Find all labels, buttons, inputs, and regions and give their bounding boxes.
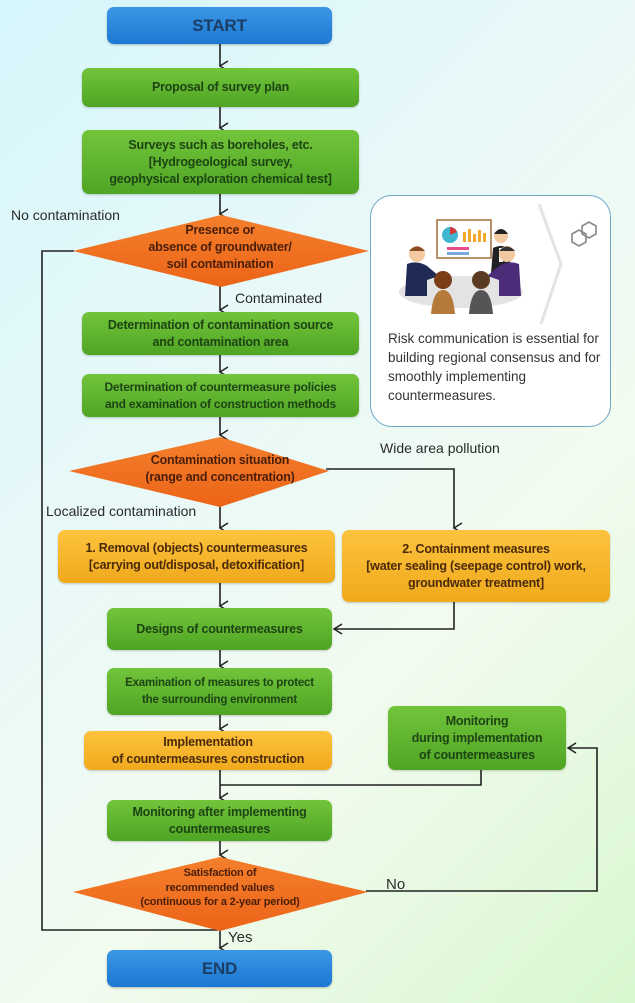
step-surveys-line1: Surveys such as boreholes, etc. [128, 137, 313, 152]
edge-label-wide-area: Wide area pollution [380, 440, 500, 456]
step-containment-line2: [water sealing (seepage control) work, [366, 558, 586, 573]
step-determination-policy-line2: and examination of construction methods [105, 396, 336, 411]
start-label: START [192, 16, 247, 35]
step-determination-policy-line1: Determination of countermeasure policies [104, 379, 337, 394]
decision-satisfaction-line1: Satisfaction of [183, 867, 257, 879]
step-containment-line1: 2. Containment measures [402, 541, 550, 556]
decision-satisfaction-shape [73, 857, 368, 931]
decision-satisfaction-line2: recommended values [165, 881, 275, 894]
decision-situation-shape [69, 437, 329, 507]
arrow-containment-designs [332, 602, 455, 635]
step-determination-source: Determination of contamination source an… [82, 312, 359, 355]
end-terminal: END [107, 950, 332, 987]
decision-presence-line1: Presence or [185, 223, 255, 237]
step-determination-source-line1: Determination of contamination source [107, 317, 334, 332]
step-monitoring-after-line1: Monitoring after implementing [132, 804, 307, 819]
step-monitoring-after-line2: countermeasures [168, 821, 271, 836]
meeting-illustration-icon [399, 204, 597, 325]
step-determination-policy: Determination of countermeasure policies… [82, 374, 359, 417]
step-proposal: Proposal of survey plan [82, 68, 359, 107]
arrow-satisfaction-no-loop [366, 742, 598, 892]
step-containment-line3: groundwater treatment] [408, 575, 544, 590]
edge-label-localized: Localized contamination [46, 503, 197, 519]
step-containment: 2. Containment measures [water sealing (… [342, 530, 610, 602]
line-no-contamination-bypass [41, 250, 218, 931]
step-surveys-line2: [Hydrogeological survey, [148, 154, 293, 169]
end-label: END [201, 959, 238, 978]
risk-communication-panel: Risk communication is essential for buil… [370, 195, 611, 427]
step-designs: Designs of countermeasures [107, 608, 332, 650]
step-removal-line2: [carrying out/disposal, detoxification] [88, 557, 305, 572]
step-monitoring-during: Monitoring during implementation of coun… [388, 706, 566, 770]
step-surveys: Surveys such as boreholes, etc. [Hydroge… [82, 130, 359, 194]
edge-label-no-contamination: No contamination [11, 207, 120, 223]
step-monitoring-during-line1: Monitoring [445, 713, 509, 728]
step-proposal-label: Proposal of survey plan [151, 80, 290, 94]
risk-communication-text: Risk communication is essential for buil… [388, 331, 601, 403]
step-monitoring-during-line2: during implementation [411, 730, 543, 745]
decision-situation-line2: (range and concentration) [145, 470, 295, 484]
step-examination: Examination of measures to protect the s… [107, 668, 332, 715]
step-removal: 1. Removal (objects) countermeasures [ca… [58, 530, 335, 583]
decision-situation-line1: Contamination situation [150, 453, 290, 467]
edge-label-yes: Yes [228, 929, 253, 946]
step-implementation: Implementation of countermeasures constr… [84, 731, 332, 770]
step-monitoring-after: Monitoring after implementing countermea… [107, 800, 332, 841]
step-designs-label: Designs of countermeasures [136, 621, 303, 636]
step-implementation-line1: Implementation [163, 734, 253, 749]
decision-presence: Presence or absence of groundwater/ soil… [110, 222, 330, 273]
step-examination-line1: Examination of measures to protect [125, 676, 314, 689]
hexagon-icon [571, 221, 597, 247]
step-implementation-line2: of countermeasures construction [111, 751, 305, 766]
arrow-monitoring-during-merge [220, 770, 482, 786]
decision-satisfaction: Satisfaction of recommended values (cont… [120, 866, 320, 910]
step-monitoring-during-line3: of countermeasures [419, 747, 535, 762]
edge-label-contaminated: Contaminated [235, 290, 323, 306]
start-terminal: START [107, 7, 332, 44]
decision-presence-shape [73, 215, 369, 287]
step-examination-line2: the surrounding environment [142, 693, 297, 706]
decision-situation: Contamination situation (range and conce… [120, 452, 320, 486]
decision-presence-line3: soil contamination [166, 257, 274, 271]
step-removal-line1: 1. Removal (objects) countermeasures [85, 540, 308, 555]
edge-label-no: No [386, 876, 406, 893]
decision-presence-line2: absence of groundwater/ [148, 240, 292, 254]
step-determination-source-line2: and contamination area [152, 334, 289, 349]
step-surveys-line3: geophysical exploration chemical test] [109, 171, 332, 186]
decision-satisfaction-line3: (continuous for a 2-year period) [140, 896, 300, 908]
arrow-situation-containment [326, 468, 463, 534]
